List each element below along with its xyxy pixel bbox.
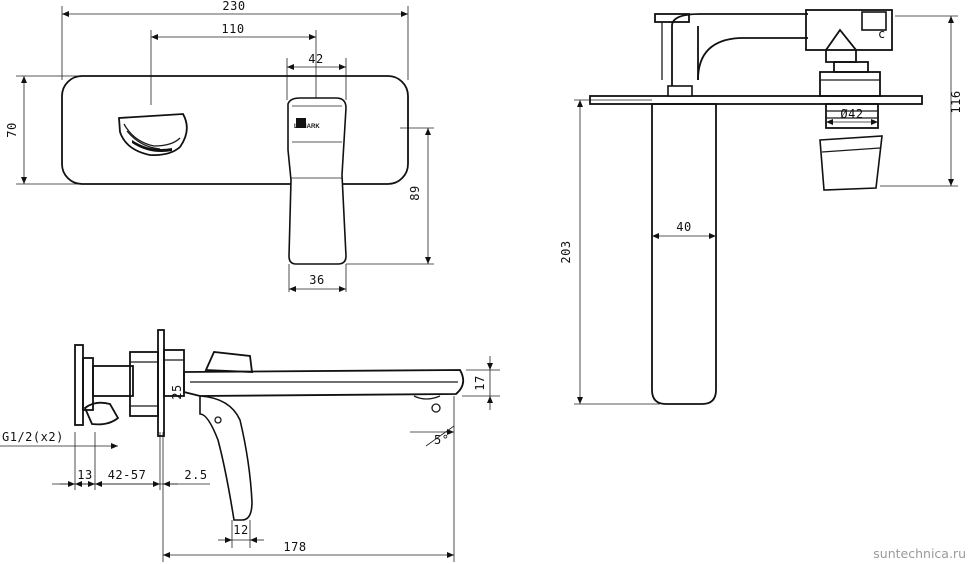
top-view: c 203 40 Ø42 116 <box>559 9 963 405</box>
dim-angle: 5° <box>434 433 449 447</box>
front-view: 230 110 42 70 89 36 LEMARK <box>5 0 434 292</box>
valve-body: c <box>805 9 893 191</box>
inlet-nut <box>83 401 120 426</box>
side-spout <box>183 369 465 397</box>
dim-thread: G1/2(x2) <box>2 430 64 444</box>
front-handle: LEMARK <box>287 97 347 265</box>
brand-logo: LEMARK <box>294 124 320 130</box>
spout-body <box>651 103 717 405</box>
dim-body-depth: 203 <box>559 240 573 263</box>
top-wall-plate <box>589 95 923 105</box>
dim-lever: 12 <box>233 523 248 537</box>
side-lever <box>199 395 253 521</box>
dim-range: 42-57 <box>108 468 147 482</box>
dim-centers: 110 <box>221 22 244 36</box>
dim-handle-width: 42 <box>308 52 323 66</box>
dim-13: 13 <box>77 468 92 482</box>
dim-25: 25 <box>170 384 184 399</box>
dim-diameter: Ø42 <box>840 107 863 121</box>
dim-handle-depth: 89 <box>408 185 422 200</box>
valve-mark: c <box>878 27 886 41</box>
dim-reach: 178 <box>283 540 306 554</box>
dim-height: 116 <box>949 90 963 113</box>
dim-total-width: 230 <box>222 0 245 13</box>
front-wall-plate <box>61 75 409 185</box>
side-handle-top <box>204 351 254 373</box>
dim-handle-bottom: 36 <box>309 273 324 287</box>
dim-plate-height: 70 <box>5 122 19 137</box>
watermark: suntechnica.ru <box>873 546 966 561</box>
dim-spout-width: 40 <box>676 220 691 234</box>
mounting-flange <box>74 344 84 426</box>
side-view: G1/2(x2) 13 42-57 2.5 25 17 5° 12 178 <box>0 329 500 562</box>
dim-spout-thickness: 17 <box>473 375 487 390</box>
spout-outlet <box>118 113 188 156</box>
inlet-pipe <box>654 13 808 97</box>
dim-plate-gap: 2.5 <box>184 468 207 482</box>
